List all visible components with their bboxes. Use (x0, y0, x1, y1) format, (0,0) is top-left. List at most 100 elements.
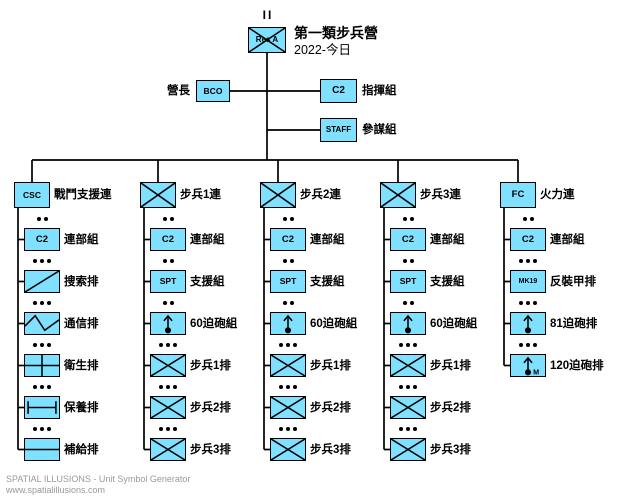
supply-icon (25, 448, 59, 451)
command-group-box[interactable]: C2 (320, 79, 357, 103)
size-dot (33, 427, 37, 431)
size-dot (526, 301, 530, 305)
subunit-box[interactable]: MK19 (510, 270, 546, 293)
mortar-type-letter: M (533, 367, 539, 376)
unit-size-dots (402, 217, 414, 221)
size-dot (526, 259, 530, 263)
size-dot (173, 427, 177, 431)
company-box[interactable] (260, 182, 296, 208)
unit-size-dots (33, 427, 51, 431)
size-dot (162, 217, 167, 221)
unit-size-dots (519, 343, 537, 347)
size-dot (162, 301, 167, 305)
infantry-icon (391, 355, 425, 376)
subunit-box[interactable] (390, 312, 426, 335)
unit-size-dots (279, 343, 297, 347)
infantry-icon (151, 439, 185, 460)
size-dot (159, 343, 163, 347)
subunit-box[interactable]: M (510, 354, 546, 377)
size-dot (40, 343, 44, 347)
subunit-box[interactable] (270, 438, 306, 461)
company-label: 步兵1連 (180, 189, 221, 201)
size-dot (293, 343, 297, 347)
unit-size-dots (279, 385, 297, 389)
company-label: 步兵2連 (300, 189, 341, 201)
size-dot (40, 259, 44, 263)
unit-designator-text: STAFF (325, 125, 352, 134)
subunit-box[interactable] (24, 438, 60, 461)
subunit-box[interactable] (390, 396, 426, 419)
size-dot (47, 259, 51, 263)
size-dot (282, 301, 287, 305)
staff-group-box[interactable]: STAFF (320, 118, 357, 142)
subunit-label: 60迫砲組 (310, 317, 358, 330)
subunit-box[interactable]: C2 (390, 228, 426, 251)
unit-size-dots (399, 427, 417, 431)
subunit-box[interactable] (150, 438, 186, 461)
unit-size-dots (159, 343, 177, 347)
subunit-label: 連部組 (430, 233, 465, 246)
unit-designator-text: C2 (161, 233, 175, 245)
size-dot (169, 217, 174, 221)
subunit-box[interactable] (150, 354, 186, 377)
subunit-box[interactable]: SPT (270, 270, 306, 293)
size-dot (519, 301, 523, 305)
subunit-box[interactable] (510, 312, 546, 335)
size-dot (526, 343, 530, 347)
size-dot (166, 427, 170, 431)
unit-size-dots (159, 427, 177, 431)
unit-designator-text: SPT (399, 276, 417, 287)
unit-designator-text: C2 (332, 85, 345, 96)
company-box[interactable] (380, 182, 416, 208)
subunit-box[interactable] (150, 312, 186, 335)
subunit-box[interactable]: C2 (270, 228, 306, 251)
subunit-label: 保養排 (64, 401, 99, 414)
commander-box[interactable]: BCO (196, 80, 230, 102)
subunit-box[interactable] (150, 396, 186, 419)
unit-size-dots (522, 217, 534, 221)
unit-size-dots (402, 301, 414, 305)
size-dot (159, 427, 163, 431)
mortar-icon (403, 314, 413, 334)
infantry-icon (391, 397, 425, 418)
size-dot (159, 385, 163, 389)
unit-size-dots (33, 343, 51, 347)
subunit-label: 步兵1排 (190, 359, 231, 372)
company-label: 火力連 (540, 189, 575, 201)
subunit-box[interactable]: SPT (150, 270, 186, 293)
subunit-label: 步兵2排 (310, 401, 351, 414)
medical-icon (25, 355, 59, 376)
subunit-box[interactable] (270, 354, 306, 377)
unit-designator-text: C2 (35, 233, 49, 245)
subunit-box[interactable] (270, 312, 306, 335)
subunit-box[interactable] (270, 396, 306, 419)
subunit-label: 通信排 (64, 317, 99, 330)
unit-size-dots (36, 217, 48, 221)
battalion-root-box[interactable]: Res A (248, 27, 286, 53)
maintenance-icon (27, 401, 57, 414)
unit-designator-text: C2 (281, 233, 295, 245)
mortar-icon (163, 314, 173, 334)
subunit-box[interactable] (390, 438, 426, 461)
mortar-icon (523, 314, 533, 334)
size-dot (399, 427, 403, 431)
unit-size-dots (162, 301, 174, 305)
subunit-box[interactable]: C2 (24, 228, 60, 251)
subunit-box[interactable]: SPT (390, 270, 426, 293)
subunit-box[interactable] (24, 354, 60, 377)
subunit-box[interactable]: C2 (510, 228, 546, 251)
company-box[interactable]: FC (500, 182, 536, 208)
subunit-box[interactable] (24, 396, 60, 419)
size-dot (409, 259, 414, 263)
subunit-box[interactable] (24, 312, 60, 335)
subunit-box[interactable]: C2 (150, 228, 186, 251)
unit-size-dots (282, 217, 294, 221)
company-box[interactable] (140, 182, 176, 208)
size-dot (40, 301, 44, 305)
subunit-box[interactable] (24, 270, 60, 293)
subunit-box[interactable] (390, 354, 426, 377)
size-dot (519, 259, 523, 263)
unit-designator-text: BCO (203, 85, 223, 96)
company-box[interactable]: CSC (14, 182, 50, 208)
